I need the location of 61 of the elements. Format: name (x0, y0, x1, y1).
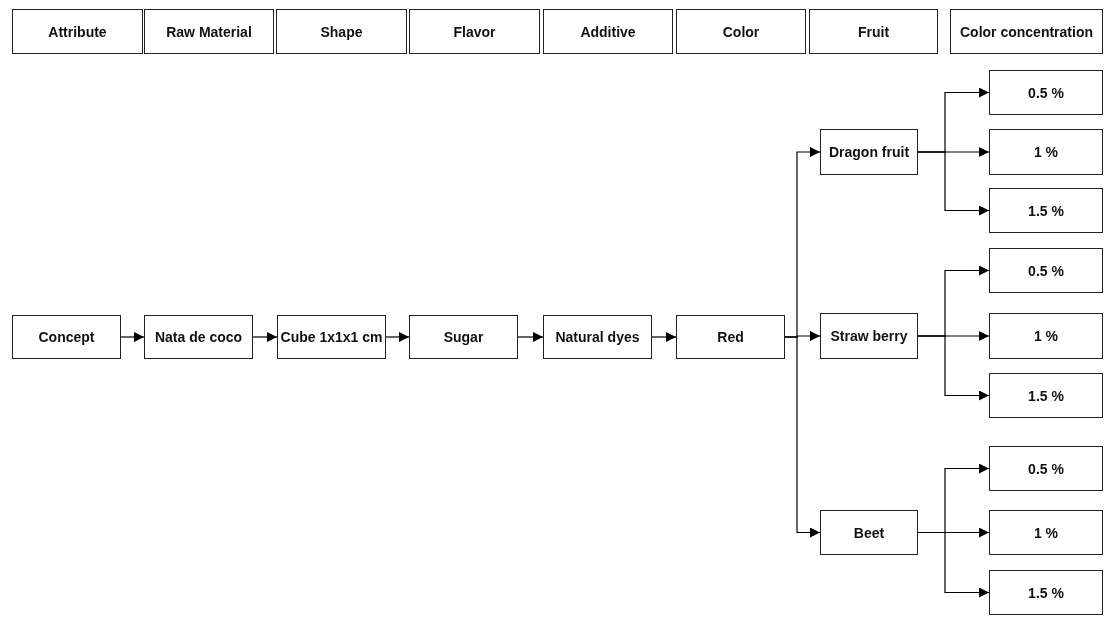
node-label: Nata de coco (154, 329, 243, 345)
node-label: Concept (38, 329, 95, 345)
process-box (144, 315, 253, 359)
arrow (517, 332, 544, 342)
arrow (385, 332, 410, 342)
arrow (917, 335, 990, 401)
column-heading: Additive (580, 23, 636, 40)
node-label: 1.5 % (1028, 584, 1064, 601)
node-label: Cube 1x1x1 cm (280, 329, 383, 345)
process-box (989, 70, 1103, 115)
column-heading: Attribute (48, 23, 107, 40)
process-box (989, 129, 1103, 175)
node-label: 0.5 % (1028, 84, 1064, 101)
process-box (989, 570, 1103, 615)
node-label: Red (717, 329, 744, 345)
node-label: 1.5 % (1028, 387, 1064, 404)
node-label: Straw berry (830, 328, 908, 344)
column-heading: Flavor (453, 23, 496, 40)
column-heading: Raw Material (166, 23, 252, 40)
header-box (12, 9, 143, 54)
header-box (144, 9, 274, 54)
header-box (276, 9, 407, 54)
node-label: 1.5 % (1028, 202, 1064, 219)
process-box (989, 188, 1103, 233)
column-heading: Shape (320, 23, 363, 40)
header-box (409, 9, 540, 54)
arrow (784, 336, 821, 538)
header-box (676, 9, 806, 54)
header-box (543, 9, 673, 54)
process-box (989, 446, 1103, 491)
process-box (989, 313, 1103, 359)
process-box (676, 315, 785, 359)
process-box (989, 373, 1103, 418)
arrow (917, 151, 990, 216)
process-box (277, 315, 386, 359)
node-label: 0.5 % (1028, 262, 1064, 279)
arrow (120, 332, 145, 342)
arrow (917, 531, 990, 598)
arrow (651, 332, 677, 342)
node-label: 1 % (1033, 524, 1059, 541)
node-label: 1 % (1033, 328, 1059, 344)
process-box (820, 510, 918, 555)
column-heading: Color (722, 23, 760, 40)
process-box (989, 510, 1103, 555)
node-label: 1 % (1033, 144, 1059, 160)
node-label: Dragon fruit (828, 144, 910, 160)
process-box (989, 248, 1103, 293)
header-box (809, 9, 938, 54)
node-label: 0.5 % (1028, 460, 1064, 477)
process-box (12, 315, 121, 359)
node-label: Beet (853, 524, 885, 541)
node-label: Natural dyes (555, 329, 640, 345)
process-box (543, 315, 652, 359)
column-heading: Color concentration (960, 23, 1093, 40)
header-box (950, 9, 1103, 54)
process-box (820, 313, 918, 359)
process-box (409, 315, 518, 359)
node-label: Sugar (443, 329, 484, 345)
arrow (252, 332, 278, 342)
process-box (820, 129, 918, 175)
column-heading: Fruit (857, 23, 890, 40)
